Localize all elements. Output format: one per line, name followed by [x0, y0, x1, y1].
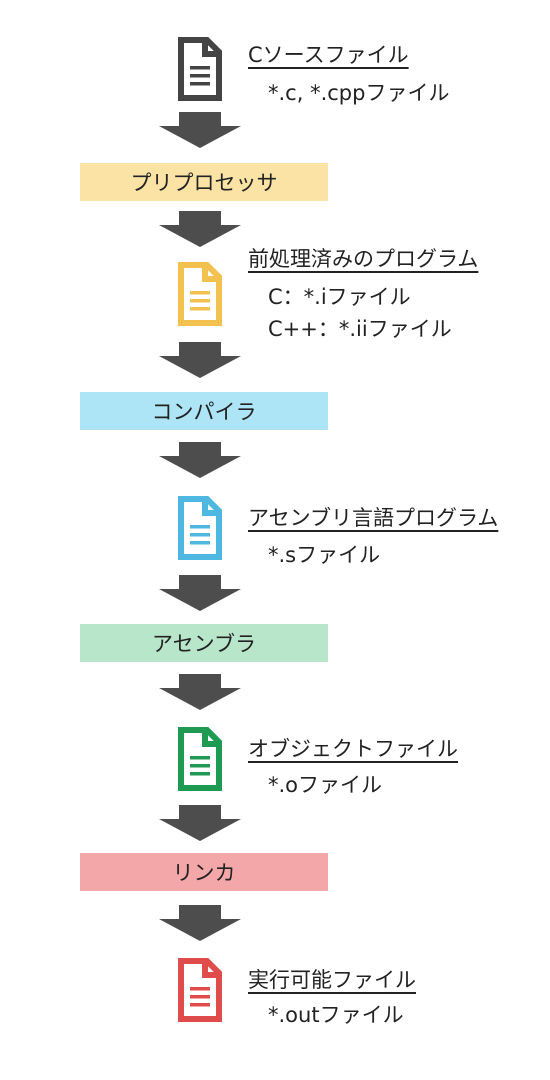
source-file-extensions: *.c, *.cppファイル	[268, 81, 450, 105]
object-document-icon	[177, 726, 223, 792]
source-document-icon	[177, 36, 223, 102]
down-arrow-icon	[159, 112, 241, 148]
down-arrow-icon	[159, 442, 241, 478]
assembly-file-extension: *.sファイル	[268, 543, 381, 567]
preprocessed-document-icon	[177, 261, 223, 327]
down-arrow-icon	[159, 805, 241, 841]
preprocessed-cpp-extension: C++：*.iiファイル	[268, 317, 452, 341]
assembly-document-icon	[177, 495, 223, 561]
down-arrow-icon	[159, 211, 241, 247]
source-file-title: Cソースファイル	[248, 43, 409, 67]
down-arrow-icon	[159, 905, 241, 941]
executable-file-title: 実行可能ファイル	[248, 968, 416, 992]
preprocessor-stage: プリプロセッサ	[80, 163, 328, 201]
executable-file-extension: *.outファイル	[268, 1003, 404, 1027]
assembly-file-title: アセンブリ言語プログラム	[248, 506, 499, 530]
executable-document-icon	[177, 957, 223, 1023]
assembler-stage: アセンブラ	[80, 624, 328, 662]
down-arrow-icon	[159, 674, 241, 710]
object-file-title: オブジェクトファイル	[248, 737, 458, 761]
object-file-extension: *.oファイル	[268, 773, 383, 797]
preprocessed-file-title: 前処理済みのプログラム	[248, 247, 479, 271]
preprocessed-c-extension: C：*.iファイル	[268, 285, 411, 309]
compiler-stage: コンパイラ	[80, 392, 328, 430]
linker-stage: リンカ	[80, 853, 328, 891]
down-arrow-icon	[159, 342, 241, 378]
down-arrow-icon	[159, 575, 241, 611]
